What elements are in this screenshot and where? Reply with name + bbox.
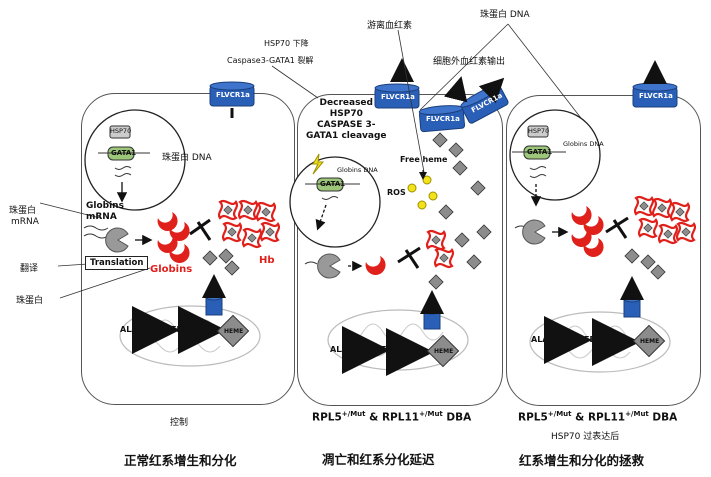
globins-label: Globins <box>150 264 193 275</box>
annotation-translation-cn: 翻译 <box>20 264 39 274</box>
heme-label-right: HEME <box>640 338 660 345</box>
annotation-globin-dna-left: 珠蛋白 DNA <box>162 153 212 163</box>
free-heme-label: Free heme <box>400 155 448 164</box>
globins-mrna-label: Globins mRNA <box>86 201 124 222</box>
flvcr1a-label-left: FLVCR1a <box>216 91 250 99</box>
alas2-label-mid: ALAS2 <box>330 345 359 354</box>
fech-label-mid: FECH <box>381 345 405 354</box>
decreased-hsp70-text: Decreased HSP70 CASPASE 3- GATA1 cleavag… <box>306 98 387 141</box>
annotation-heme-export-cn: 细胞外血红素输出 <box>433 57 506 67</box>
heme-label-left: HEME <box>224 328 244 335</box>
genotype-mid-sup-b: +/Mut <box>419 410 443 418</box>
flvcr1a-label-mid-2: FLVCR1a <box>426 115 460 123</box>
alas2-label-left: ALAS2 <box>120 325 149 334</box>
annotation-globin-protein-cn: 珠蛋白 <box>16 296 44 306</box>
caption-middle: 凋亡和红系分化延迟 <box>322 452 435 467</box>
globins-dna-label-right: Globins DNA <box>563 140 604 148</box>
flvcr1a-label-mid-1: FLVCR1a <box>381 93 415 101</box>
ros-label: ROS <box>387 188 406 197</box>
genotype-mid-dba: DBA <box>442 411 472 424</box>
annotation-globin-cn: 珠蛋白 <box>9 206 37 216</box>
hsp70-label-left: HSP70 <box>110 127 132 135</box>
annotation-control: 控制 <box>170 418 189 428</box>
genotype-mid-rpl11: & RPL11 <box>365 411 420 424</box>
annotation-casp-cleave: Caspase3-GATA1 裂解 <box>227 56 314 65</box>
fech-label-left: FECH <box>171 325 195 334</box>
gata1-label-mid: GATA1 <box>320 180 346 188</box>
genotype-right: RPL5+/Mut & RPL11+/Mut DBA <box>518 410 677 424</box>
annotation-mrna-en: mRNA <box>11 217 39 227</box>
genotype-mid-rpl5: RPL5 <box>312 411 342 424</box>
hsp70-label-right: HSP70 <box>528 127 550 135</box>
fech-label-right: FECH <box>584 335 608 344</box>
flvcr1a-label-right: FLVCR1a <box>639 92 673 100</box>
genotype-right-dba: DBA <box>648 411 678 424</box>
annotation-hsp70-down: HSP70 下降 <box>264 39 309 48</box>
genotype-right-rpl11: & RPL11 <box>571 411 626 424</box>
genotype-right-rpl5: RPL5 <box>518 411 548 424</box>
genotype-right-sup-b: +/Mut <box>625 410 649 418</box>
genotype-mid: RPL5+/Mut & RPL11+/Mut DBA <box>312 410 471 424</box>
gata1-label-right: GATA1 <box>527 148 553 156</box>
alas2-label-right: ALAS2 <box>531 335 560 344</box>
annotation-free-heme-cn: 游离血红素 <box>367 21 413 31</box>
caption-right: 红系增生和分化的拯救 <box>519 453 645 468</box>
heme-label-mid: HEME <box>434 348 454 355</box>
gata1-label-left: GATA1 <box>111 149 137 157</box>
genotype-mid-sup-a: +/Mut <box>341 410 366 418</box>
annotation-globin-dna-top: 珠蛋白 DNA <box>480 10 530 20</box>
hb-label-left: Hb <box>259 255 275 266</box>
caption-left: 正常红系增生和分化 <box>124 453 237 468</box>
genotype-right-sup-a: +/Mut <box>547 410 572 418</box>
globins-dna-label-mid: Globins DNA <box>337 166 378 174</box>
translation-box: Translation <box>85 256 149 270</box>
annotation-hsp70-over: HSP70 过表达后 <box>551 432 620 442</box>
